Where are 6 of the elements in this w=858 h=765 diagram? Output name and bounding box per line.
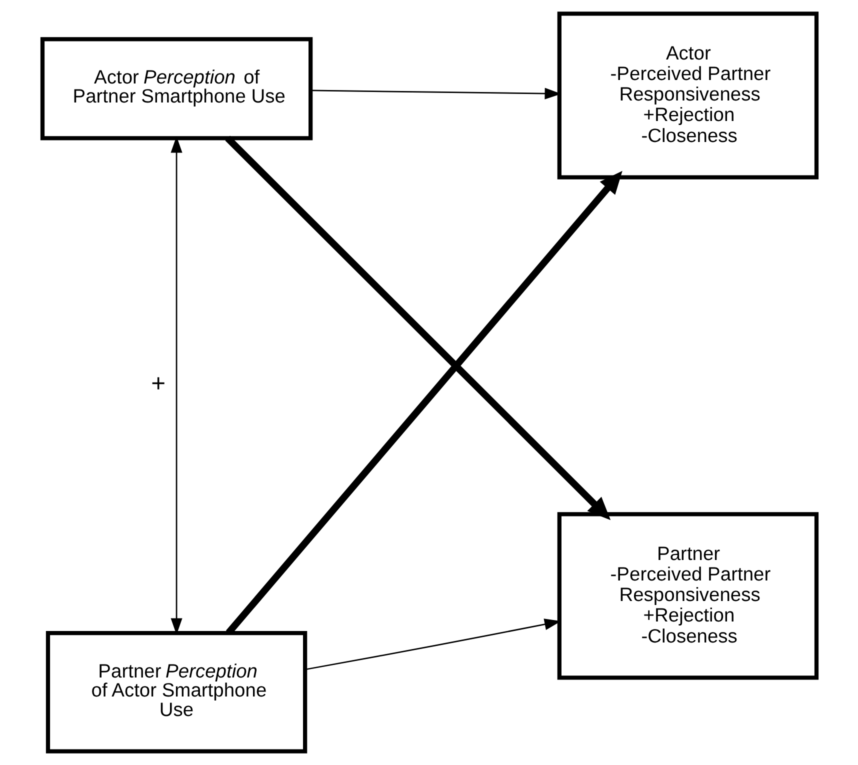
node-box: Actor -Perceived Partner Responsiveness +Rejection -Closeness bbox=[556, 12, 818, 180]
edge-label: + bbox=[150, 370, 166, 398]
node-box: Partner Perception of Actor Smartphone Use bbox=[45, 631, 307, 754]
arrow bbox=[224, 136, 610, 520]
node-box: Actor Perception of Partner Smartphone Use bbox=[40, 37, 312, 140]
node-box: Partner -Perceived Partner Responsiveness +Rejection -Closeness bbox=[556, 512, 818, 680]
